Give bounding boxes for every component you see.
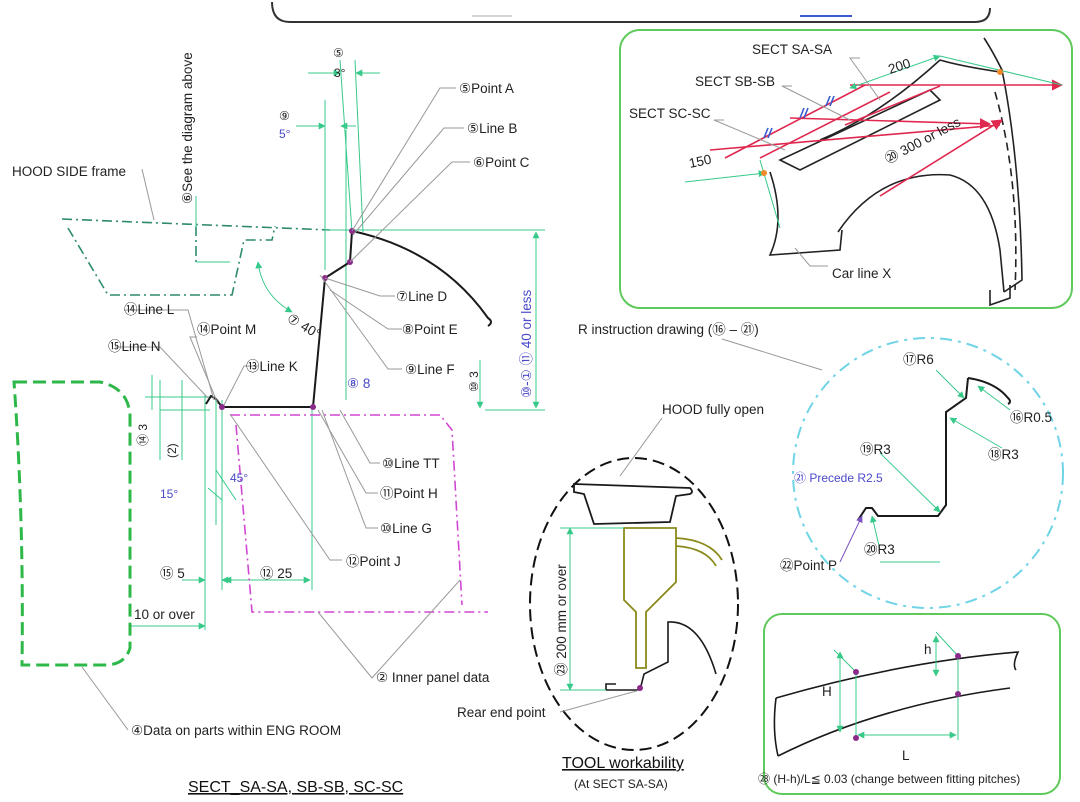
dim14-3-label: ⑭ 3 <box>136 424 150 446</box>
line-n-label: ⑮Line N <box>108 339 161 354</box>
hood-open-shape <box>573 483 693 525</box>
dim15-5-label: ⑮ 5 <box>160 566 185 581</box>
dim200-label: 200 <box>886 56 912 77</box>
angle45-label: 45° <box>230 471 248 485</box>
dim150-label: 150 <box>688 152 713 171</box>
dim1200-label: ㉓ 200 mm or over <box>554 564 569 676</box>
r3-18-label: ⑱R3 <box>988 447 1019 462</box>
line-tt-label: ⑩Line TT <box>382 456 440 471</box>
formula-label: ㉘ (H-h)/L≦ 0.03 (change between fitting … <box>758 772 1020 786</box>
point-a-label: ⑤Point A <box>459 81 514 96</box>
fender-dashed-line <box>994 91 1017 291</box>
fender-panel-frame <box>619 29 1073 309</box>
dim11-40-label: ⑩-① ⑪ 40 or less <box>519 290 534 398</box>
r-instruction-leader <box>721 338 823 371</box>
dim8-label: ⑧ 8 <box>347 376 370 391</box>
top-frame-edge <box>271 1 991 23</box>
fender-point-2 <box>761 170 767 176</box>
hood-open-leader <box>619 417 663 477</box>
dim5-num: ⑤ <box>333 46 344 60</box>
dimension-lines <box>130 59 545 630</box>
l-label: L <box>902 748 910 763</box>
r-instruction-label: R instruction drawing (⑯ – ㉑) <box>578 322 759 337</box>
point-p-label: ㉒Point P <box>780 558 837 573</box>
r3-19-label: ⑲R3 <box>860 442 891 457</box>
car-line-x-label: Car line X <box>832 266 891 281</box>
sect-sc-label: SECT SC-SC <box>629 106 711 121</box>
r3-20-label: ⑳R3 <box>864 542 895 557</box>
pitch-panel-frame <box>763 613 1061 795</box>
pitch-points <box>853 653 961 741</box>
eng-room-shape <box>12 380 132 667</box>
line-f-label: ⑨Line F <box>405 362 455 377</box>
tool-body-lines <box>605 621 717 691</box>
line-d-label: ⑦Line D <box>396 289 447 304</box>
rear-end-label: Rear end point <box>457 705 546 720</box>
point-e-label: ⑧Point E <box>402 322 458 337</box>
line-b-label: ⑤Line B <box>467 121 517 136</box>
see-diagram-label: ⑥See the diagram above <box>180 52 195 204</box>
fender-point-1 <box>997 69 1003 75</box>
line-g-label: ⑩Line G <box>380 521 432 536</box>
hood-open-label: HOOD fully open <box>662 402 764 417</box>
pitch-curves <box>773 651 1020 757</box>
section-lines <box>709 79 1064 197</box>
hood-side-frame-shape <box>61 218 331 296</box>
dim12-25-label: ⑫ 25 <box>260 566 292 581</box>
tool-shape <box>623 527 723 669</box>
inner-panel-label: ② Inner panel data <box>376 670 490 685</box>
inner-panel-shape <box>230 414 488 613</box>
dim5-angle: 3° <box>334 66 346 80</box>
sect-sa-label: SECT SA-SA <box>752 42 832 57</box>
r-leaders-purple <box>839 515 863 563</box>
sect-title: SECT_SA-SA, SB-SB, SC-SC <box>188 779 403 796</box>
angle7-label: ⑦ 40° <box>285 311 324 342</box>
point-j-label: ⑫Point J <box>346 554 401 569</box>
hood-side-frame-label: HOOD SIDE frame <box>12 164 126 179</box>
eng-room-label: ④Data on parts within ENG ROOM <box>131 723 341 738</box>
point-m-label: ⑭Point M <box>197 322 256 337</box>
ten-or-over-label: 10 or over <box>134 607 195 622</box>
rear-end-leader <box>559 689 641 713</box>
r6-label: ⑰R6 <box>903 352 934 367</box>
line-l-label: ⑭Line L <box>124 302 175 317</box>
pitch-dims <box>833 631 959 740</box>
point-h-label: ⑪Point H <box>380 486 438 501</box>
leader-lines <box>81 87 470 731</box>
fender-body <box>768 37 1023 307</box>
sect-marks <box>763 95 835 139</box>
tool-detail-ellipse <box>529 457 739 751</box>
tool-title: TOOL workability <box>562 755 684 772</box>
dim10-3-label: ⑩ 3 <box>467 371 481 392</box>
sect-sb-label: SECT SB-SB <box>695 74 775 89</box>
r-detail-profile <box>857 377 1011 521</box>
h-big-label: H <box>822 684 832 699</box>
r05-label: ⑯R0.5 <box>1010 410 1052 425</box>
dim9-num: ⑨ <box>279 109 290 123</box>
fender-leaders <box>713 57 881 267</box>
dim9-angle: 5° <box>279 127 291 141</box>
r-leaders <box>870 369 1011 563</box>
line-k-label: ⑬Line K <box>246 359 298 374</box>
precede-label: ㉑ Precede R2.5 <box>794 471 883 485</box>
rear-end-point <box>637 685 643 691</box>
tool-subtitle: (At SECT SA-SA) <box>574 777 668 791</box>
point-c-label: ⑥Point C <box>473 155 530 170</box>
h-small-label: h <box>924 642 932 657</box>
dim-2-label: (2) <box>165 443 179 458</box>
angle15-label: 15° <box>160 487 178 501</box>
r-detail-circle <box>792 337 1064 609</box>
